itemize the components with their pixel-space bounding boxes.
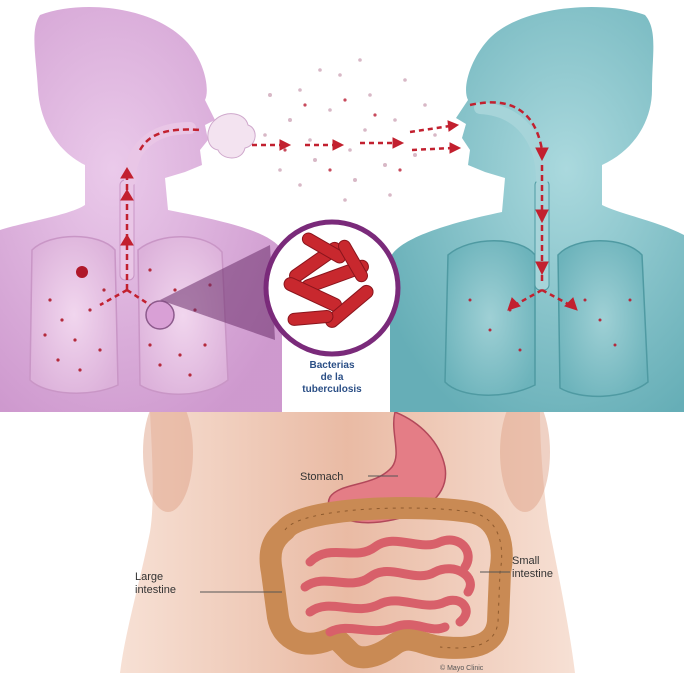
inset-caption-line3: tuberculosis [302, 384, 362, 395]
tb-transmission-illustration: Bacterias de la tuberculosis [0, 0, 684, 412]
infected-person [0, 7, 282, 412]
healthy-person [390, 7, 684, 412]
digestive-panel: Stomach Large intestine Small intestine … [0, 412, 684, 673]
inset-caption-line1: Bacterias [309, 360, 354, 371]
digestive-illustration: Stomach Large intestine Small intestine … [0, 412, 684, 673]
credit-text: © Mayo Clinic [440, 664, 484, 672]
large-intestine-label-line2: intestine [135, 584, 176, 596]
inset-caption-line2: de la [321, 372, 344, 383]
stomach-label: Stomach [300, 471, 343, 483]
small-intestine-label-line2: intestine [512, 568, 553, 580]
droplet-cloud [208, 58, 460, 202]
large-intestine-label-line1: Large [135, 571, 163, 583]
small-intestine-label-line1: Small [512, 555, 540, 567]
tb-transmission-panel: Bacterias de la tuberculosis [0, 0, 684, 412]
bacteria-inset [266, 222, 398, 354]
